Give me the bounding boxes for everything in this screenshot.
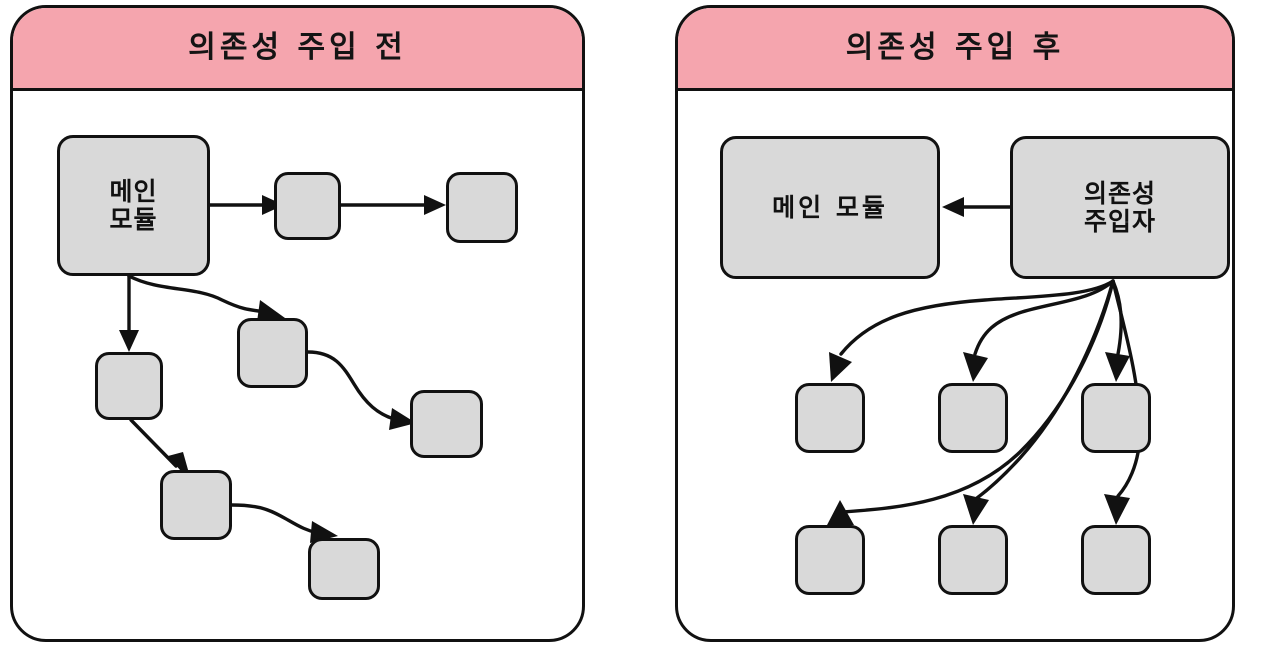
node-before-main-label: 메인 모듈: [109, 176, 158, 234]
node-after-injector-label: 의존성 주입자: [1083, 178, 1156, 236]
node-after-d4[interactable]: [795, 525, 865, 595]
panel-before-di: 의존성 주입 전: [10, 5, 585, 642]
node-before-n2[interactable]: [446, 172, 518, 243]
panel-after-header: 의존성 주입 후: [678, 8, 1232, 91]
panel-before-title: 의존성 주입 전: [188, 30, 407, 65]
node-before-n3[interactable]: [95, 352, 163, 420]
node-after-main[interactable]: 메인 모듈: [720, 136, 940, 279]
panel-before-header: 의존성 주입 전: [13, 8, 582, 91]
node-after-d6[interactable]: [1081, 525, 1151, 595]
node-after-d1[interactable]: [795, 383, 865, 453]
node-after-d2[interactable]: [938, 383, 1008, 453]
node-before-n1[interactable]: [274, 172, 341, 240]
node-after-d3[interactable]: [1081, 383, 1151, 453]
node-before-n7[interactable]: [308, 538, 380, 600]
node-after-d5[interactable]: [938, 525, 1008, 595]
node-before-n4[interactable]: [237, 318, 308, 388]
panel-after-title: 의존성 주입 후: [845, 30, 1065, 65]
node-after-main-label: 메인 모듈: [772, 192, 888, 222]
node-before-n5[interactable]: [410, 390, 483, 458]
node-before-main[interactable]: 메인 모듈: [57, 135, 210, 276]
node-before-n6[interactable]: [160, 470, 232, 540]
node-after-injector[interactable]: 의존성 주입자: [1010, 136, 1230, 279]
